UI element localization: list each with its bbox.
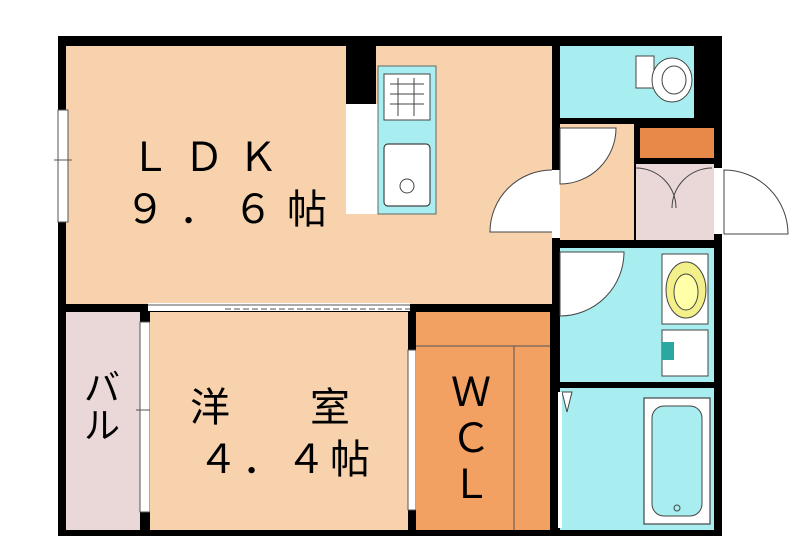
western-room-size-label: ４．４帖 [198, 437, 374, 483]
entrance [636, 164, 714, 240]
stove-icon [383, 73, 431, 121]
toilet-icon [635, 55, 693, 103]
washbasin-icon [661, 253, 709, 325]
wcl-label: ＷＣＬ [451, 370, 491, 508]
balcony-label: バル [83, 368, 120, 447]
wcl-room [416, 312, 550, 530]
toilet-door-swing [559, 127, 617, 185]
bathtub-icon [643, 397, 711, 525]
kitchen-counter [346, 104, 378, 214]
kitchen-sink-icon [383, 143, 431, 207]
balcony [66, 312, 140, 530]
wcl-door [407, 349, 417, 511]
ldk-size-label: ９．６帖 [125, 187, 341, 233]
washing-machine-icon [661, 329, 709, 377]
ldk-door-swing [489, 169, 553, 233]
washroom-door-swing [559, 251, 625, 317]
entrance-door-swing [723, 169, 789, 235]
ldk-room [66, 46, 552, 304]
kitchen-wall [346, 46, 376, 104]
ldk-window [57, 109, 69, 223]
western-room [150, 312, 408, 530]
balcony-window [139, 321, 151, 513]
western-room-label: 洋 室 [190, 385, 350, 431]
sliding-door [148, 303, 410, 311]
shoebox [640, 128, 714, 158]
ldk-label: ＬＤＫ [130, 135, 292, 181]
